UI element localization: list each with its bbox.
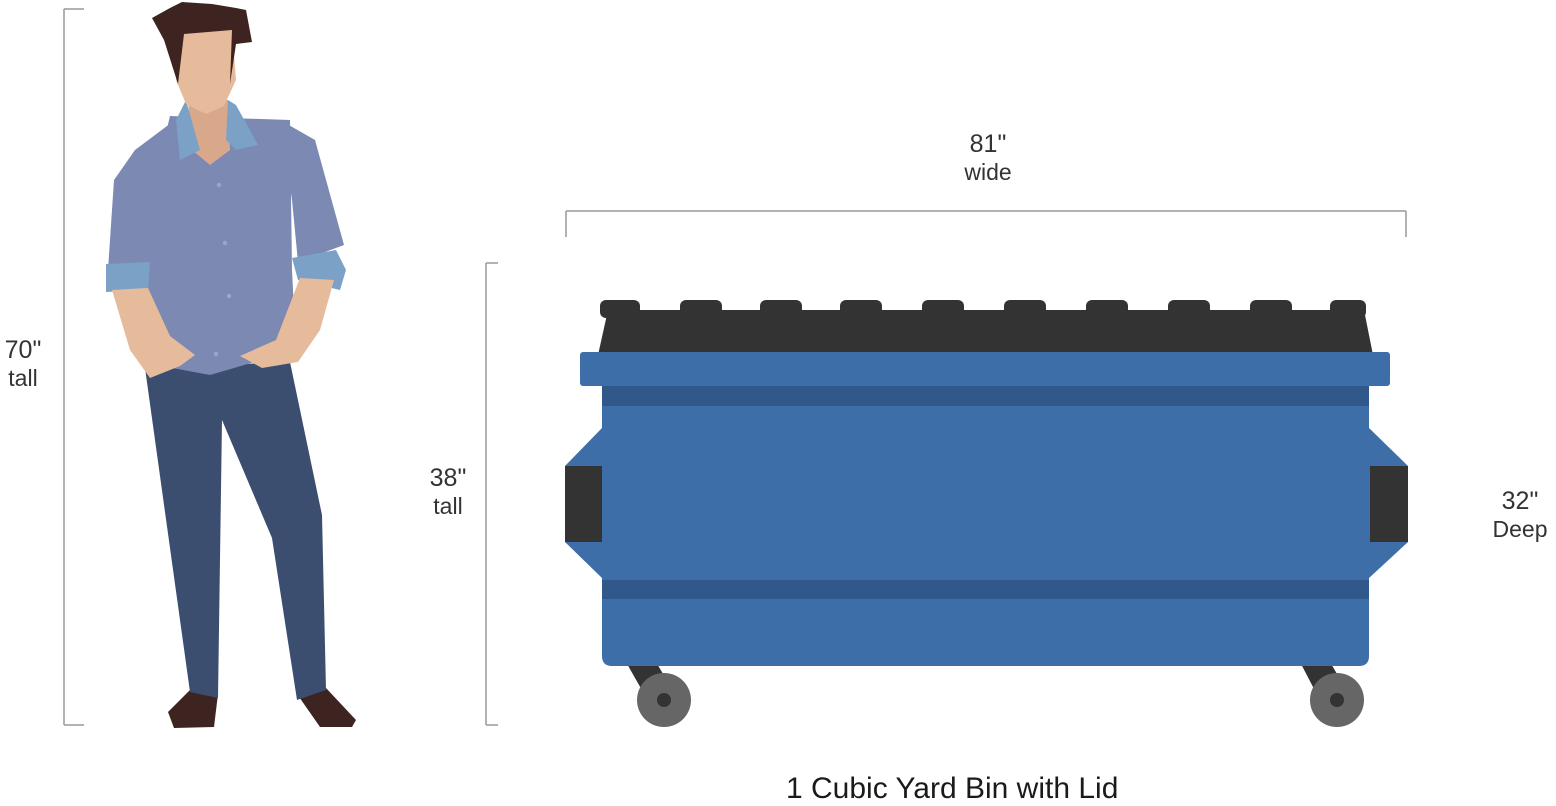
left-hand xyxy=(112,288,195,378)
bin-width-label: 81" wide xyxy=(948,130,1028,185)
shirt-button xyxy=(213,351,219,357)
shirt-button xyxy=(216,182,222,188)
bin-depth-value: 32" xyxy=(1501,487,1539,515)
diagram-caption: 1 Cubic Yard Bin with Lid xyxy=(786,772,1119,805)
left-cuff xyxy=(106,262,150,292)
collar-right xyxy=(226,100,258,150)
person-illustration xyxy=(106,2,356,728)
person-height-bracket xyxy=(63,8,84,726)
lid-ridge xyxy=(1330,300,1366,318)
lid-ridge xyxy=(600,300,640,318)
shirt-button xyxy=(222,240,228,246)
jeans xyxy=(145,362,326,700)
right-wheel-hub xyxy=(1330,693,1344,707)
bin-height-unit: tall xyxy=(433,492,463,519)
face xyxy=(176,30,236,114)
right-shoe xyxy=(297,688,356,727)
person-height-label: 70" tall xyxy=(0,336,48,391)
bin-width-value: 81" xyxy=(969,130,1007,158)
shirt-button xyxy=(226,293,232,299)
person-height-value: 70" xyxy=(4,336,42,364)
bin-top-stripe xyxy=(602,386,1369,406)
lid-ridge xyxy=(1004,300,1046,318)
lid-ridge xyxy=(1086,300,1128,318)
bin-rim xyxy=(580,352,1390,386)
left-shoe xyxy=(168,690,218,728)
bin-bottom-stripe xyxy=(602,580,1369,599)
bin-body xyxy=(565,386,1408,666)
bin-illustration xyxy=(565,300,1408,727)
right-fork-pocket xyxy=(1370,466,1408,542)
hair xyxy=(152,2,252,84)
lid-ridge xyxy=(840,300,882,318)
lid-ridge xyxy=(1250,300,1292,318)
bin-depth-unit: Deep xyxy=(1492,515,1548,542)
left-fork-pocket xyxy=(565,466,602,542)
lid-ridge xyxy=(1168,300,1210,318)
right-sleeve xyxy=(280,120,344,262)
lid-ridge xyxy=(760,300,802,318)
bin-width-unit: wide xyxy=(964,158,1012,185)
collar-left xyxy=(176,100,200,160)
bin-width-bracket xyxy=(565,210,1407,237)
left-wheel-hub xyxy=(657,693,671,707)
lid-ridge xyxy=(680,300,722,318)
lid-ridge xyxy=(922,300,964,318)
bin-height-label: 38" tall xyxy=(418,464,478,519)
bin-height-value: 38" xyxy=(429,464,467,492)
shirt xyxy=(132,116,296,375)
person-height-unit: tall xyxy=(8,364,38,391)
bin-height-bracket xyxy=(485,262,498,726)
bin-lid xyxy=(598,310,1373,355)
bin-depth-label: 32" Deep xyxy=(1484,487,1556,542)
right-hand xyxy=(240,278,334,368)
